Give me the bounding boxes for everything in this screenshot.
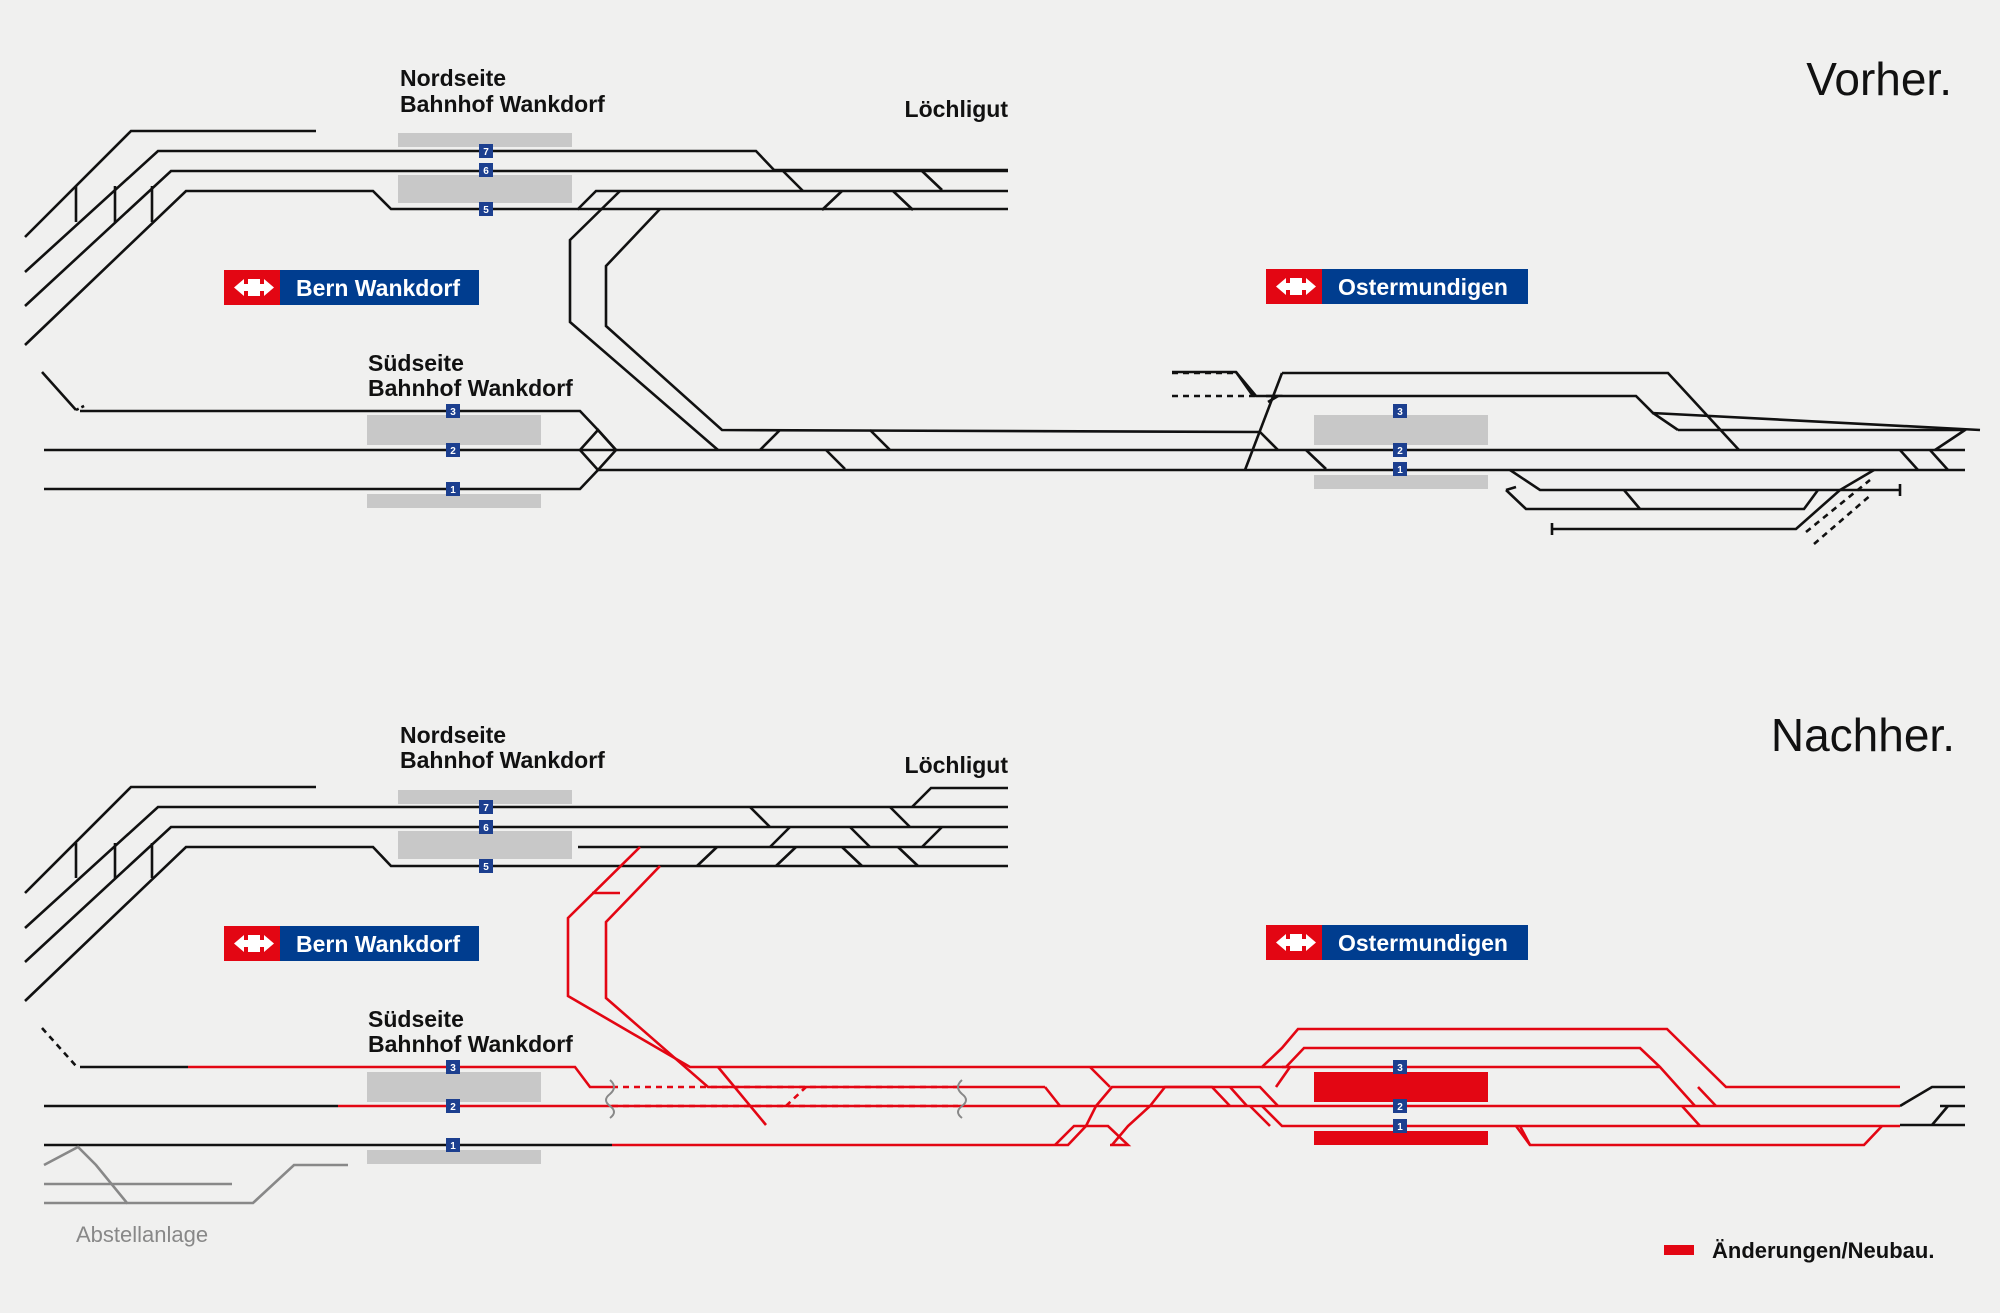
platform-marker-5 bbox=[479, 859, 493, 873]
sbb-logo-icon bbox=[1276, 278, 1316, 295]
label-nordseite-line2: Bahnhof Wankdorf bbox=[400, 91, 605, 117]
platform-number-osm-2: 2 bbox=[1397, 446, 1403, 457]
platform-marker-osm-3 bbox=[1393, 404, 1407, 418]
sbb-logo-icon bbox=[234, 279, 274, 296]
platform-ostermundigen-3-2-new bbox=[1314, 1072, 1488, 1102]
dashed-tracks-after bbox=[612, 1085, 958, 1108]
platform-number-osm-3: 3 bbox=[1397, 407, 1403, 418]
platform-number-3: 3 bbox=[450, 1063, 456, 1074]
label-nordseite-line1: Nordseite bbox=[400, 65, 506, 91]
label-loechligut: Löchligut bbox=[905, 96, 1009, 122]
heading-before: Vorher. bbox=[1806, 53, 1952, 105]
platform-ostermundigen-1-new bbox=[1314, 1131, 1488, 1145]
station-badge-bern-wankdorf: Bern Wankdorf bbox=[224, 270, 479, 305]
station-badge-bern-wankdorf: Bern Wankdorf bbox=[224, 926, 479, 961]
label-loechligut: Löchligut bbox=[905, 752, 1009, 778]
station-name-bern-wankdorf: Bern Wankdorf bbox=[296, 931, 460, 957]
sbb-logo-icon bbox=[1276, 934, 1316, 951]
label-suedseite-line2: Bahnhof Wankdorf bbox=[368, 1031, 573, 1057]
platform-marker-2 bbox=[446, 443, 460, 457]
platform-number-7: 7 bbox=[483, 147, 489, 158]
sbb-logo-icon bbox=[234, 935, 274, 952]
platform-marker-osm-2 bbox=[1393, 1099, 1407, 1113]
station-badge-ostermundigen: Ostermundigen bbox=[1266, 269, 1528, 304]
platform-marker-7 bbox=[479, 800, 493, 814]
platform-number-5: 5 bbox=[483, 862, 489, 873]
platform-north-6-5 bbox=[398, 831, 572, 859]
platform-number-osm-1: 1 bbox=[1397, 1122, 1403, 1133]
diagram-after: Nachher. bbox=[24, 709, 1965, 1247]
platform-marker-osm-1 bbox=[1393, 462, 1407, 476]
platform-south-1 bbox=[367, 1150, 541, 1164]
platform-number-1: 1 bbox=[450, 1141, 456, 1152]
legend: Änderungen/Neubau. bbox=[1664, 1238, 1934, 1263]
platform-north-7 bbox=[398, 790, 572, 804]
platform-number-5: 5 bbox=[483, 205, 489, 216]
label-suedseite-line1: Südseite bbox=[368, 1006, 464, 1032]
platform-number-2: 2 bbox=[450, 1102, 456, 1113]
label-nordseite-line2: Bahnhof Wankdorf bbox=[400, 747, 605, 773]
station-name-ostermundigen: Ostermundigen bbox=[1338, 274, 1508, 300]
platform-marker-6 bbox=[479, 163, 493, 177]
platform-north-6-5 bbox=[398, 175, 572, 203]
platform-number-1: 1 bbox=[450, 485, 456, 496]
legend-swatch bbox=[1664, 1245, 1694, 1255]
station-badge-ostermundigen: Ostermundigen bbox=[1266, 925, 1528, 960]
platform-number-7: 7 bbox=[483, 803, 489, 814]
diagram-before: Vorher. bbox=[24, 53, 1981, 545]
station-name-ostermundigen: Ostermundigen bbox=[1338, 930, 1508, 956]
platform-marker-5 bbox=[479, 202, 493, 216]
platform-markers-before: 7 6 5 3 2 1 3 2 1 bbox=[446, 144, 1407, 496]
platform-marker-1 bbox=[446, 482, 460, 496]
label-abstellanlage: Abstellanlage bbox=[76, 1222, 208, 1247]
platform-markers-after: 7 6 5 3 2 1 3 2 1 bbox=[446, 800, 1407, 1152]
station-name-bern-wankdorf: Bern Wankdorf bbox=[296, 275, 460, 301]
platform-number-2: 2 bbox=[450, 446, 456, 457]
platform-number-6: 6 bbox=[483, 823, 489, 834]
platform-ostermundigen-3-2 bbox=[1314, 415, 1488, 445]
platform-marker-osm-1 bbox=[1393, 1119, 1407, 1133]
tracks-after-changed bbox=[188, 846, 1900, 1147]
platform-marker-3 bbox=[446, 404, 460, 418]
platform-marker-3 bbox=[446, 1060, 460, 1074]
label-nordseite-line1: Nordseite bbox=[400, 722, 506, 748]
platform-number-osm-1: 1 bbox=[1397, 465, 1403, 476]
platform-number-osm-3: 3 bbox=[1397, 1063, 1403, 1074]
dashed-tracks-before bbox=[1172, 371, 1873, 545]
heading-after: Nachher. bbox=[1771, 709, 1955, 761]
tracks-after-unchanged bbox=[24, 785, 1965, 1147]
platform-number-6: 6 bbox=[483, 166, 489, 177]
platform-marker-1 bbox=[446, 1138, 460, 1152]
platform-north-7 bbox=[398, 133, 572, 147]
platform-marker-6 bbox=[479, 820, 493, 834]
platform-marker-osm-3 bbox=[1393, 1060, 1407, 1074]
platform-south-3-2 bbox=[367, 415, 541, 445]
tracks-before bbox=[24, 129, 1981, 535]
platform-south-3-2 bbox=[367, 1072, 541, 1102]
platform-marker-7 bbox=[479, 144, 493, 158]
platform-number-3: 3 bbox=[450, 407, 456, 418]
platform-marker-2 bbox=[446, 1099, 460, 1113]
label-suedseite-line2: Bahnhof Wankdorf bbox=[368, 375, 573, 401]
bracket-marks bbox=[605, 1079, 967, 1119]
legend-label: Änderungen/Neubau. bbox=[1712, 1238, 1934, 1263]
platform-number-osm-2: 2 bbox=[1397, 1102, 1403, 1113]
platform-south-1 bbox=[367, 494, 541, 508]
platform-ostermundigen-1 bbox=[1314, 475, 1488, 489]
tracks-abstellanlage bbox=[43, 1145, 348, 1205]
label-suedseite-line1: Südseite bbox=[368, 350, 464, 376]
platform-marker-osm-2 bbox=[1393, 443, 1407, 457]
